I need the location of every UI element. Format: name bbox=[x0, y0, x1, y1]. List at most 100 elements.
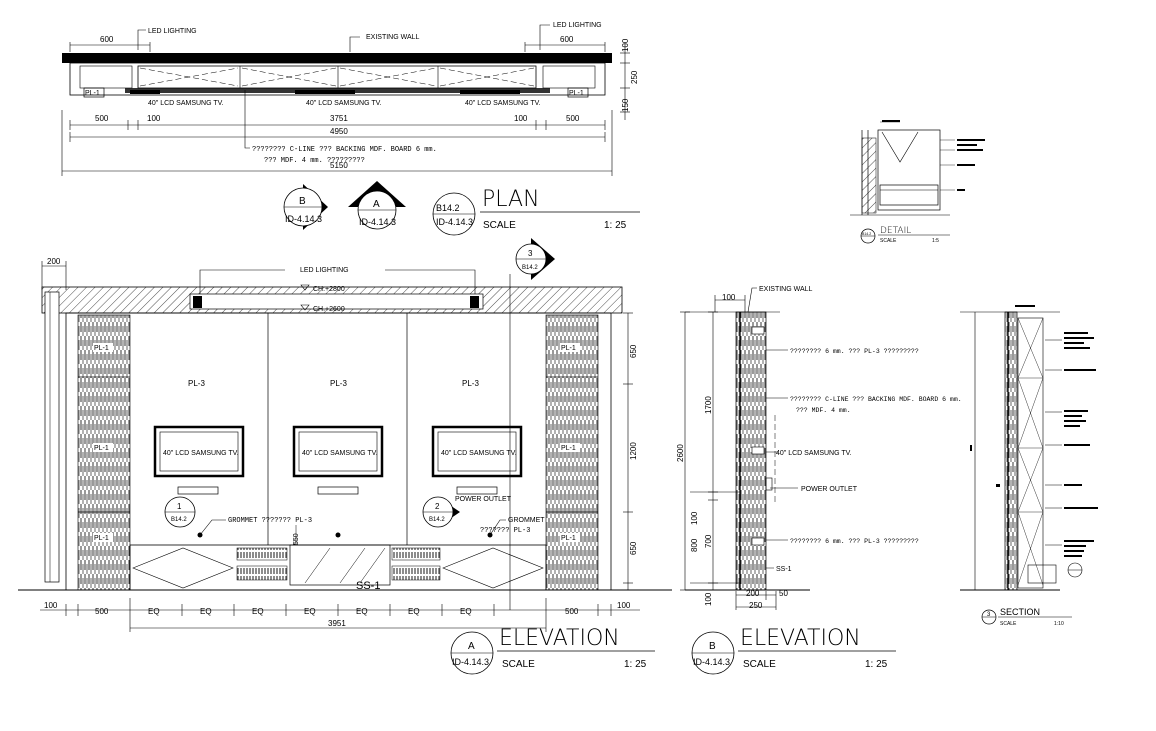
scale-label: SCALE bbox=[1000, 621, 1017, 627]
panel-tag: PL-1 bbox=[94, 345, 109, 352]
plan-dim: 250 bbox=[630, 70, 639, 84]
detail-tag: B14.2 bbox=[862, 232, 871, 236]
plan-dim: 100 bbox=[621, 38, 630, 52]
panel-tag: PL-3 bbox=[330, 379, 347, 388]
finish-tag: SS-1 bbox=[356, 580, 380, 592]
tv-unit: 40" LCD SAMSUNG TV. bbox=[431, 425, 523, 478]
plan-view: PL-1 PL-1 40" LCD SAMSUNG TV. 40" LCD SA… bbox=[61, 22, 640, 236]
detail-title: DETAIL bbox=[880, 226, 911, 236]
elev-dim: 500 bbox=[95, 607, 109, 616]
elev-b-note: 40" LCD SAMSUNG TV. bbox=[776, 450, 852, 457]
detail-callout-2[interactable]: 2 B14.2 bbox=[422, 496, 460, 528]
plan-dim: 5150 bbox=[330, 161, 348, 170]
scale-label: SCALE bbox=[502, 659, 535, 670]
plan-existing-wall bbox=[62, 53, 612, 63]
title-letter: B bbox=[709, 641, 716, 652]
ceiling-height-label: CH.+2600 bbox=[313, 306, 345, 313]
callout-num: 2 bbox=[435, 502, 440, 511]
plan-dim: 500 bbox=[566, 114, 580, 123]
section-num: 3 bbox=[987, 612, 991, 618]
scale-label: SCALE bbox=[880, 238, 897, 244]
elev-dim: EQ bbox=[252, 607, 264, 616]
title-ref-top: B14.2 bbox=[436, 203, 460, 213]
elev-dim: 100 bbox=[44, 601, 58, 610]
callout-ref: B14.2 bbox=[522, 265, 538, 271]
elev-dim: 650 bbox=[629, 344, 638, 358]
plan-note: ???????? C-LINE ??? BACKING MDF. BOARD 6… bbox=[252, 146, 437, 154]
existing-wall-label: EXISTING WALL bbox=[366, 34, 420, 41]
title-ref: ID-4.14.3 bbox=[693, 657, 730, 667]
section-callout-b[interactable]: B ID-4.14.3 bbox=[283, 184, 328, 230]
plan-tv-label: 40" LCD SAMSUNG TV. bbox=[465, 100, 541, 107]
elev-dim: 650 bbox=[629, 541, 638, 555]
elev-dim: 1200 bbox=[629, 442, 638, 460]
callout-ref: ID-4.14.3 bbox=[359, 217, 396, 227]
callout-letter: B bbox=[299, 196, 306, 207]
elev-b-note: ???????? 6 mm. ??? PL-3 ????????? bbox=[790, 348, 919, 355]
grommet-note: GROMMET ??????? PL-3 bbox=[228, 517, 312, 525]
elev-b-dim: 2600 bbox=[676, 444, 685, 462]
callout-ref: ID-4.14.3 bbox=[285, 214, 322, 224]
plan-tv-label: 40" LCD SAMSUNG TV. bbox=[148, 100, 224, 107]
callout-num: 3 bbox=[528, 249, 533, 258]
section-callout-a[interactable]: A ID-4.14.3 bbox=[348, 181, 406, 230]
tv-unit: 40" LCD SAMSUNG TV. bbox=[292, 425, 384, 478]
elev-b-dim: 100 bbox=[704, 592, 713, 606]
led-lighting-label: LED LIGHTING bbox=[553, 22, 602, 29]
elev-b-note: POWER OUTLET bbox=[801, 486, 858, 493]
section-callout-3[interactable]: 3 B14.2 bbox=[515, 238, 555, 280]
elev-dim: EQ bbox=[148, 607, 160, 616]
elev-b-dim: 1700 bbox=[704, 396, 713, 414]
plan-dim: 150 bbox=[621, 98, 630, 112]
plan-title-block: B14.2 ID-4.14.3 PLAN SCALE 1: 25 bbox=[432, 187, 640, 236]
dim-200: 200 bbox=[47, 257, 61, 266]
ceiling-height-label: CH.+2800 bbox=[313, 286, 345, 293]
section-view: 3 SECTION SCALE 1:10 bbox=[960, 305, 1098, 627]
callout-ref: B14.2 bbox=[171, 517, 187, 523]
title-letter: A bbox=[468, 641, 475, 652]
elev-b-note: ???????? 6 mm. ??? PL-3 ????????? bbox=[790, 538, 919, 545]
scale-value: 1: 25 bbox=[865, 659, 888, 670]
led-lighting-label: LED LIGHTING bbox=[148, 28, 197, 35]
existing-wall-label: EXISTING WALL bbox=[759, 286, 813, 293]
scale-label: SCALE bbox=[483, 220, 516, 231]
plan-note: ??? MDF. 4 mm. ????????? bbox=[264, 157, 365, 165]
panel-tag: PL-1 bbox=[561, 445, 576, 452]
detail-callout-1[interactable]: 1 B14.2 bbox=[164, 496, 196, 528]
elev-dim: EQ bbox=[356, 607, 368, 616]
title-ref: ID-4.14.3 bbox=[452, 657, 489, 667]
elev-dim: EQ bbox=[408, 607, 420, 616]
elev-dim: 3951 bbox=[328, 619, 346, 628]
plan-tv-label: 40" LCD SAMSUNG TV. bbox=[306, 100, 382, 107]
elevation-title: ELEVATION bbox=[740, 626, 861, 651]
plan-dim: 3751 bbox=[330, 114, 348, 123]
plan-dim: 100 bbox=[514, 114, 528, 123]
panel-tag: PL-3 bbox=[462, 379, 479, 388]
detail-view: B14.2 DETAIL SCALE 1:5 bbox=[850, 120, 985, 244]
elev-dim: 100 bbox=[617, 601, 631, 610]
grommet-note: ??????? PL-3 bbox=[480, 527, 530, 535]
tv-label: 40" LCD SAMSUNG TV. bbox=[163, 450, 239, 457]
plan-pl-tag: PL-1 bbox=[85, 90, 100, 97]
tv-label: 40" LCD SAMSUNG TV. bbox=[441, 450, 517, 457]
panel-tag: PL-1 bbox=[94, 535, 109, 542]
plan-dim: 100 bbox=[147, 114, 161, 123]
plan-dim: 600 bbox=[100, 35, 114, 44]
elev-b-note: SS-1 bbox=[776, 566, 792, 573]
plan-dim: 500 bbox=[95, 114, 109, 123]
plan-title: PLAN bbox=[482, 187, 540, 212]
callout-letter: A bbox=[373, 199, 380, 210]
power-outlet-label: POWER OUTLET bbox=[455, 496, 512, 503]
panel-tag: PL-1 bbox=[94, 445, 109, 452]
callout-ref: B14.2 bbox=[429, 517, 445, 523]
scale-label: SCALE bbox=[743, 659, 776, 670]
elev-b-dim: 800 bbox=[690, 538, 699, 552]
grommet-note: GROMMET bbox=[508, 517, 545, 524]
plan-cabinet-outline bbox=[69, 62, 606, 96]
elev-b-dim: 700 bbox=[704, 534, 713, 548]
plan-dim: 600 bbox=[560, 35, 574, 44]
elev-dim: EQ bbox=[200, 607, 212, 616]
plan-pl-tag: PL-1 bbox=[569, 90, 584, 97]
elev-dim: EQ bbox=[460, 607, 472, 616]
